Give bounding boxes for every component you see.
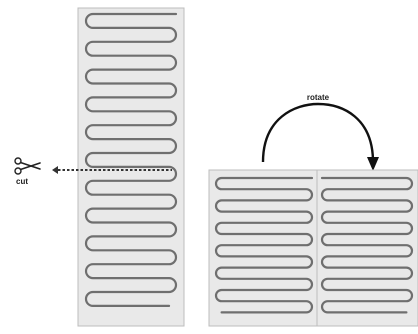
cut-label: cut [16, 177, 28, 186]
tall-serpentine-wire [84, 12, 178, 307]
folded-left-serpentine-wire [214, 176, 314, 314]
folded-panel-right [316, 169, 418, 327]
rotate-label: rotate [307, 93, 330, 102]
folded-right-serpentine-wire [320, 176, 414, 314]
rotate-arrowhead [367, 157, 379, 171]
scissors-icon [14, 157, 41, 175]
folded-panel-left [208, 169, 318, 327]
cut-arrowhead [52, 166, 58, 174]
rotate-arrow-icon [261, 102, 375, 163]
